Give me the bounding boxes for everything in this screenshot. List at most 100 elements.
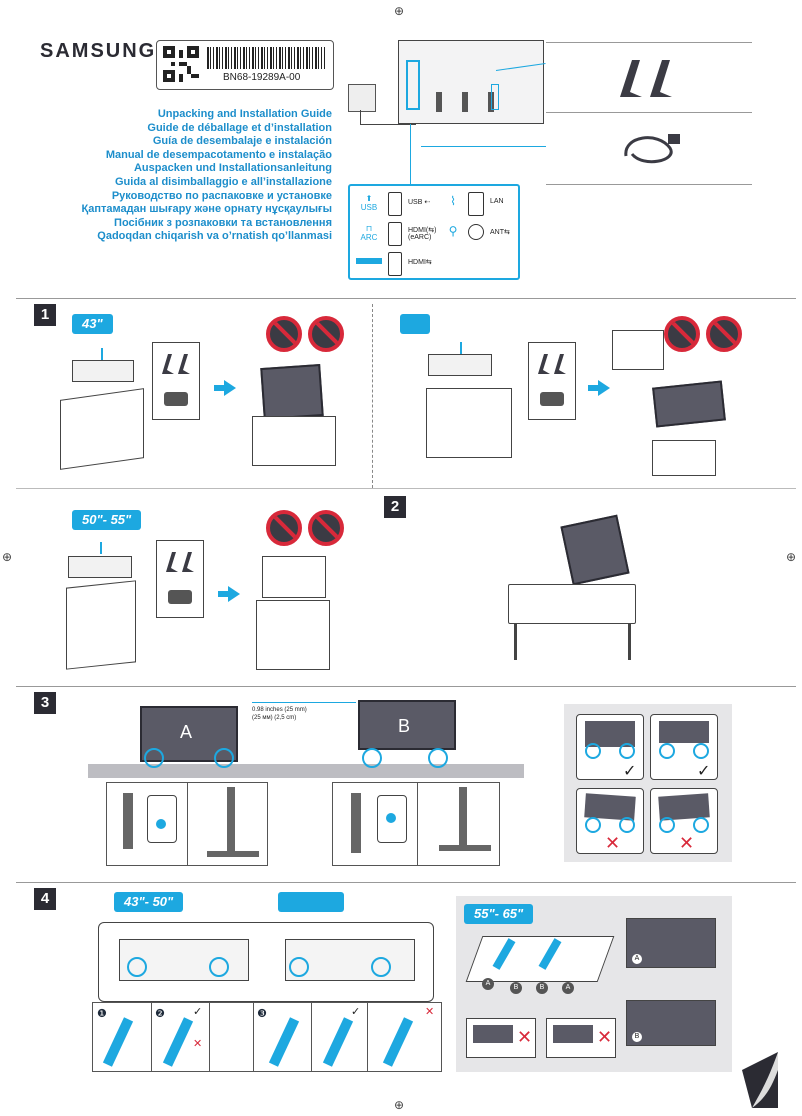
hdmi-earc-label: HDMI(⇆) (eARC) xyxy=(408,227,437,241)
registration-mark-icon: ⊕ xyxy=(786,550,797,564)
stand-legs-icon xyxy=(620,60,672,97)
detail-panel-a xyxy=(106,782,268,866)
title-line: Қаптамадан шығару және орнату нұсқаулығы xyxy=(81,203,332,216)
tv-box xyxy=(256,600,330,670)
step-number: 1 xyxy=(34,304,56,326)
title-line: Manual de desempacotamento e instalação xyxy=(105,148,332,161)
substep-number: ❸ xyxy=(257,1008,267,1020)
foot-callout xyxy=(362,748,382,768)
usb-icon: ⬆USB xyxy=(360,194,378,212)
product-label: BN68-19289A-00 xyxy=(156,40,334,90)
foot-callout xyxy=(428,748,448,768)
remote-icon xyxy=(540,392,564,406)
tv-screen xyxy=(652,380,726,428)
lan-icon: ⌇ xyxy=(450,194,456,208)
check-icon: ✓ xyxy=(697,763,711,780)
no-lay-flat-icon xyxy=(266,316,302,352)
antenna-icon: ⚲ xyxy=(448,224,458,238)
detail-inset xyxy=(652,440,716,476)
guide-titles: Unpacking and Installation Guide Guide d… xyxy=(81,108,332,244)
hdmi-label: HDMI⇆ xyxy=(408,259,432,266)
accessory-card xyxy=(528,342,576,420)
power-outlet-icon xyxy=(348,84,376,112)
size-tag: 43"- 50" xyxy=(114,892,184,912)
ant-label: ANT⇆ xyxy=(490,229,510,236)
leg-install-steps: ❶ ❷ ❸ ✓ ✕ ✓ ✕ xyxy=(92,1002,442,1072)
registration-mark-icon: ⊕ xyxy=(394,1098,405,1112)
detail-panel-b xyxy=(332,782,500,866)
tv-box xyxy=(66,580,136,670)
no-press-screen-icon xyxy=(308,316,344,352)
brand-logo: SAMSUNG xyxy=(40,40,157,62)
port-panel: ⬆USB USB ⇠ ⌇ LAN ⊓ARC HDMI(⇆) (eARC) ⚲ A… xyxy=(348,184,520,280)
table-cloth xyxy=(508,584,636,624)
size-tag: 55"- 65" xyxy=(464,904,534,924)
stand-legs-icon xyxy=(162,354,190,374)
no-lay-flat-icon xyxy=(266,510,302,546)
shelf xyxy=(88,764,524,778)
title-line: Auspacken und Installationsanleitung xyxy=(133,162,332,175)
tv-screen xyxy=(260,363,324,421)
hdmi-earc-port xyxy=(388,222,402,246)
cross-icon: ✕ xyxy=(605,833,621,853)
size-tag-blank xyxy=(400,314,430,334)
remote-icon xyxy=(164,392,188,406)
check-icon: ✓ xyxy=(623,763,637,780)
large-size-panel: 55"- 65" A B B A A B ✕ ✕ xyxy=(456,896,732,1072)
accessory-card xyxy=(156,540,204,618)
title-line: Посібник з розпаковки та встановлення xyxy=(114,216,332,229)
title-line: Unpacking and Installation Guide xyxy=(157,108,332,120)
page-curl-icon xyxy=(742,1052,778,1108)
no-press-screen-icon xyxy=(308,510,344,546)
correct-incorrect-panel: ✓ ✓ ✕ ✕ xyxy=(564,704,732,862)
title-line: Qadoqdan chiqarish va o’rnatish qo’llanm… xyxy=(97,230,332,243)
title-line: Руководство по распаковке и установке xyxy=(111,189,332,202)
tv-a-label: A xyxy=(180,722,193,742)
usb-port xyxy=(388,192,402,216)
tv-b-label: B xyxy=(398,716,411,736)
accessory-card xyxy=(152,342,200,420)
qr-code xyxy=(163,46,199,82)
lan-label: LAN xyxy=(490,198,504,205)
foot-callout xyxy=(144,748,164,768)
arrow-right-icon xyxy=(588,380,610,396)
title-line: Guide de déballage et d’installation xyxy=(147,121,332,134)
registration-mark-icon: ⊕ xyxy=(2,550,13,564)
size-tag: 43" xyxy=(72,314,113,334)
wrong-placement: ✕ xyxy=(466,1018,536,1058)
foam-packing xyxy=(68,556,132,578)
size-tag-blank xyxy=(278,892,344,912)
height-measure: 0.98 inches (25 mm) (25 мм) (2,5 cm) xyxy=(252,707,307,721)
tv-b xyxy=(358,700,456,750)
stand-legs-icon xyxy=(166,552,194,572)
foam-packing xyxy=(72,360,134,382)
tv-box xyxy=(252,416,336,466)
wrong-placement: ✕ xyxy=(546,1018,616,1058)
table-with-tvs xyxy=(98,922,434,1002)
label-code: BN68-19289A-00 xyxy=(223,72,301,83)
arrow-right-icon xyxy=(218,586,240,602)
step-number: 4 xyxy=(34,888,56,910)
tv-back-diagram: ⬆USB USB ⇠ ⌇ LAN ⊓ARC HDMI(⇆) (eARC) ⚲ A… xyxy=(346,40,546,290)
ant-port xyxy=(468,224,484,240)
remote-icon xyxy=(168,590,192,604)
arrow-right-icon xyxy=(214,380,236,396)
substep-number: ❷ xyxy=(155,1008,165,1020)
tv-screen-outline xyxy=(262,556,326,598)
hdmi-icon xyxy=(356,258,382,264)
barcode xyxy=(207,47,325,69)
title-line: Guía de desembalaje e instalación xyxy=(152,135,332,148)
tv-box xyxy=(60,388,144,470)
empty-box xyxy=(612,330,664,370)
cross-icon: ✕ xyxy=(517,1027,533,1047)
stand-legs-icon xyxy=(538,354,566,374)
power-cable-icon xyxy=(624,134,680,164)
tv-box xyxy=(426,388,512,458)
usb-label: USB ⇠ xyxy=(408,199,431,206)
substep-number: ❶ xyxy=(97,1008,107,1020)
lan-port xyxy=(468,192,484,216)
tv-screen xyxy=(560,514,630,586)
step-number: 2 xyxy=(384,496,406,518)
registration-mark-icon: ⊕ xyxy=(394,4,405,18)
foot-callout xyxy=(214,748,234,768)
